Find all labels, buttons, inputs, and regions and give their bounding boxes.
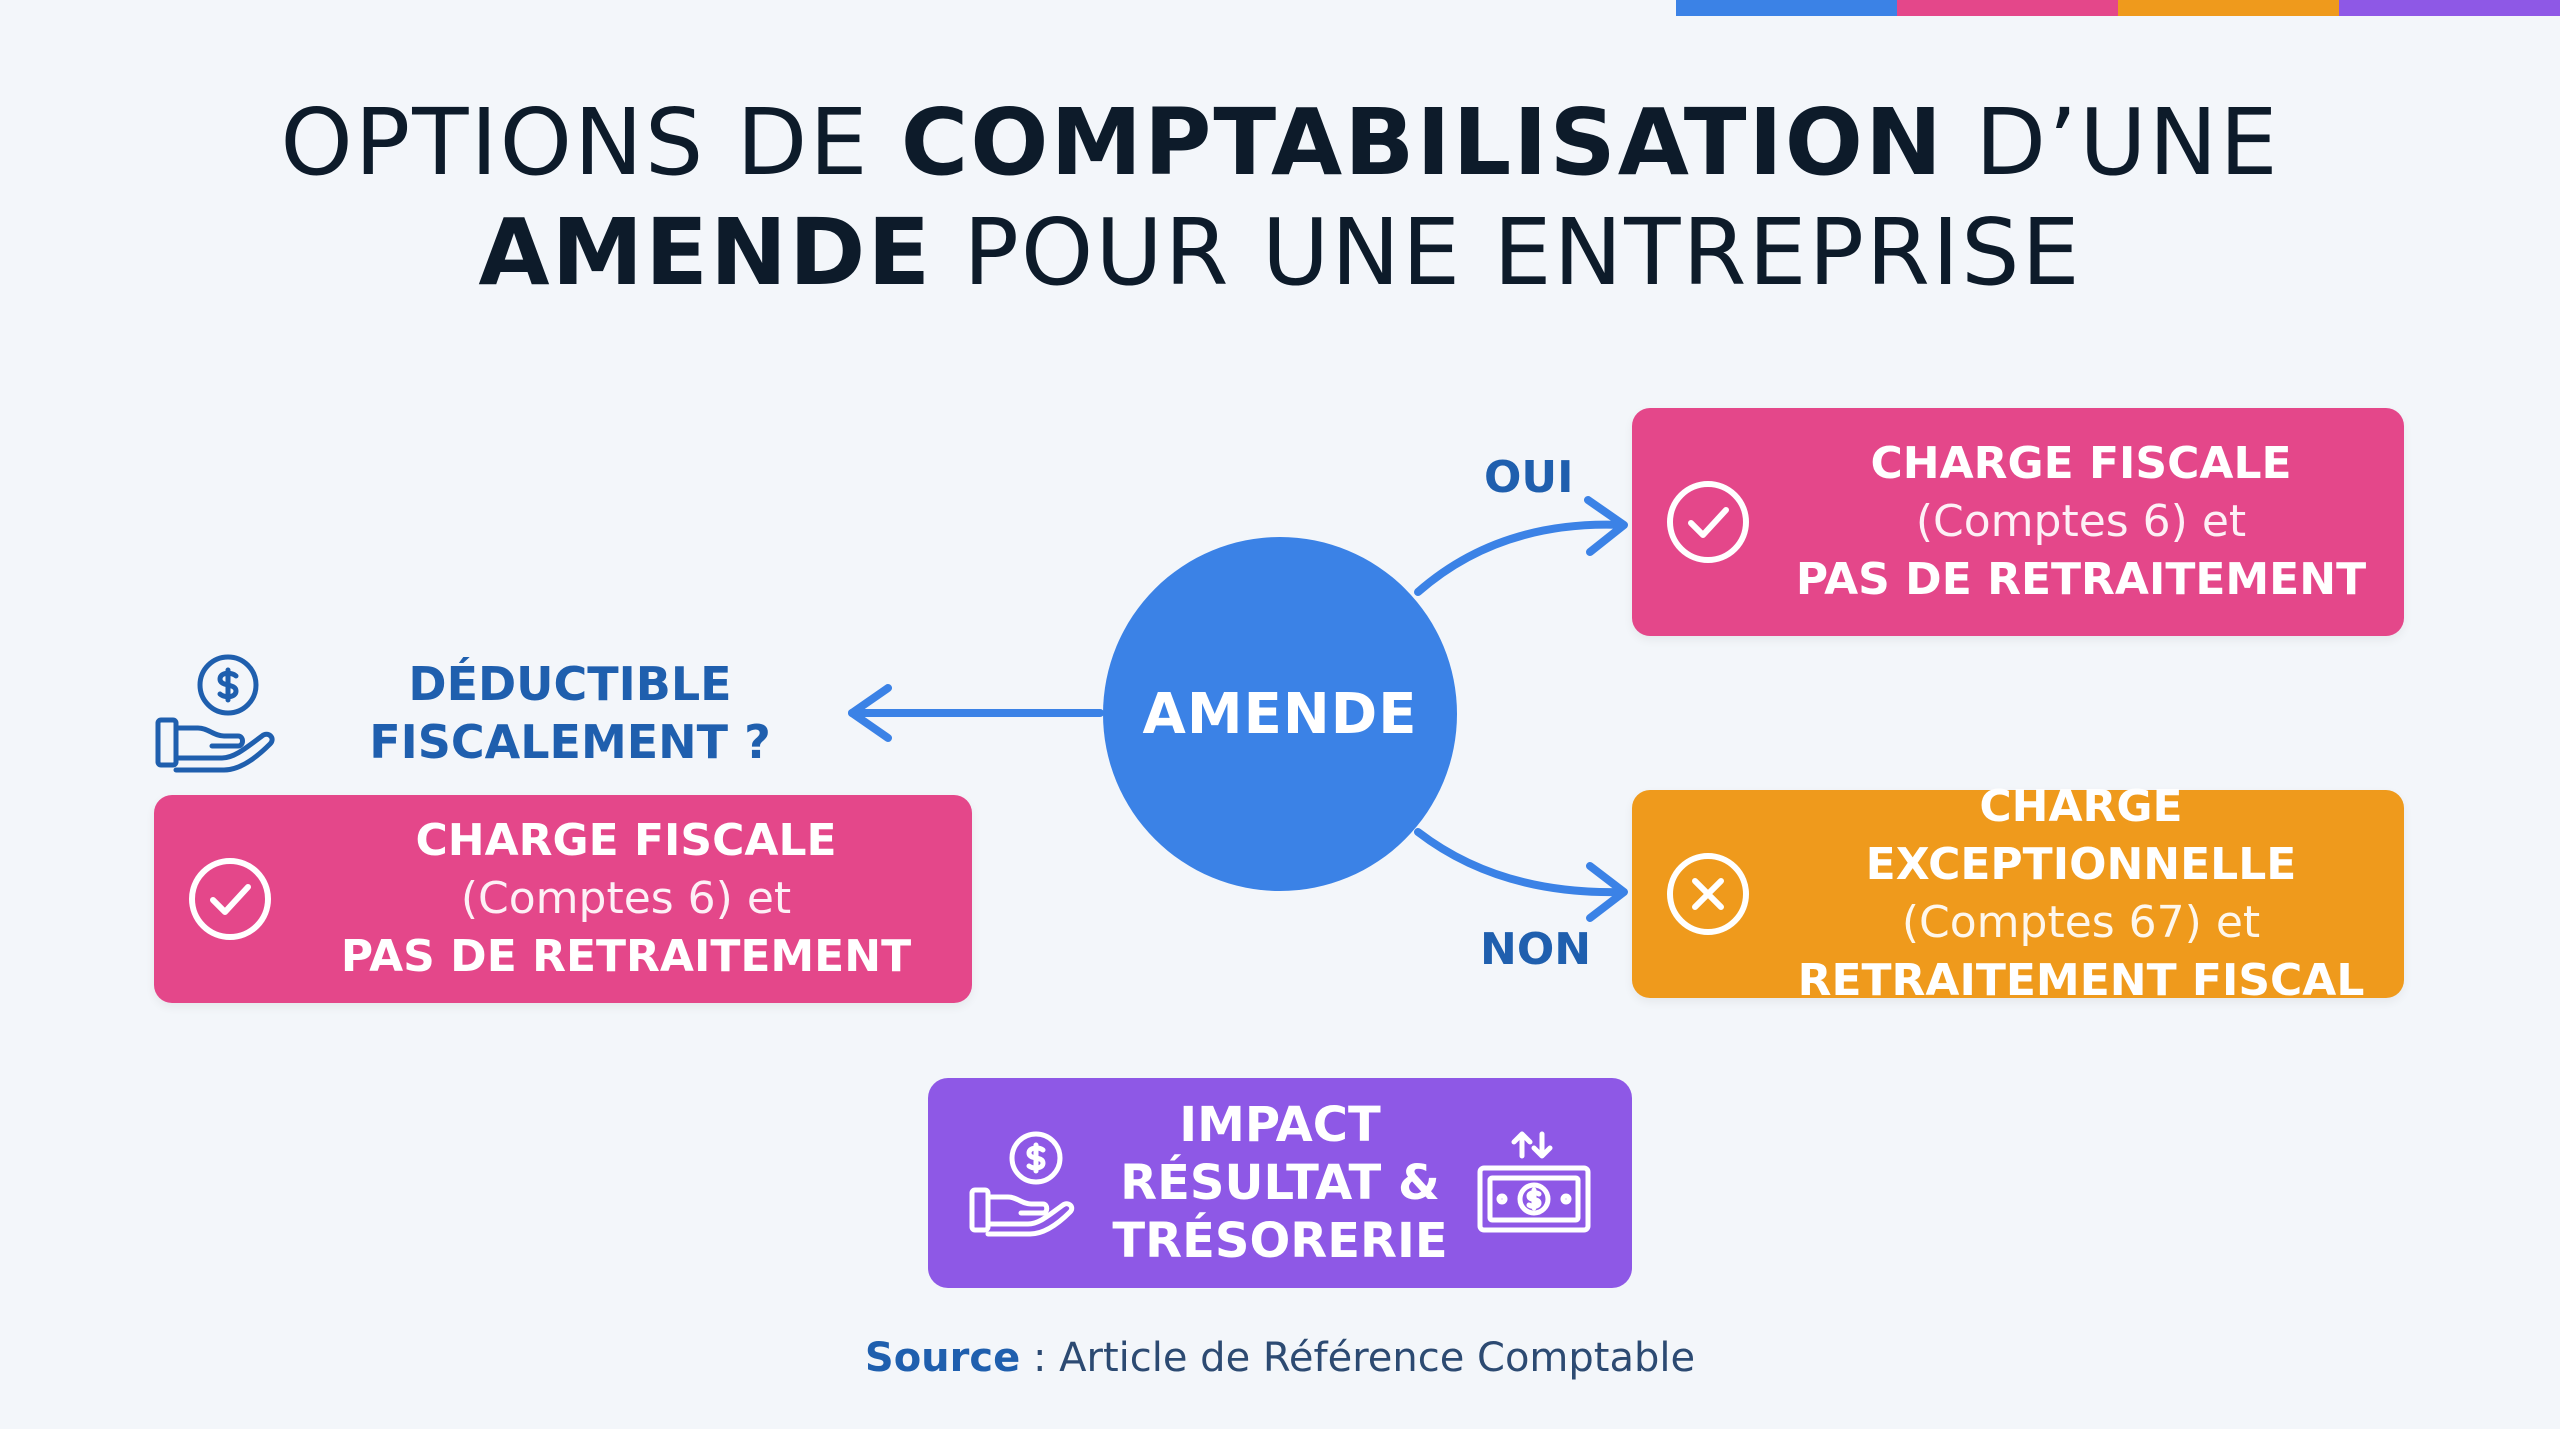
impact-line-3: TRÉSORERIE bbox=[1112, 1213, 1448, 1269]
card-yes-text: CHARGE FISCALE (Comptes 6) et PAS DE RET… bbox=[1758, 435, 2404, 609]
question-line-1: DÉDUCTIBLE bbox=[408, 657, 732, 711]
question-line-2: FISCALEMENT ? bbox=[369, 715, 771, 769]
card-left-line-1: CHARGE FISCALE bbox=[415, 815, 837, 866]
impact-box: IMPACT RÉSULTAT & TRÉSORERIE bbox=[928, 1078, 1632, 1288]
title-text: POUR UNE ENTREPRISE bbox=[932, 199, 2082, 306]
title-bold-text: COMPTABILISATION bbox=[900, 89, 1944, 196]
arrow-to-question-head bbox=[848, 684, 892, 742]
card-yes-line-2: (Comptes 6) et bbox=[1915, 496, 2247, 547]
card-yes-charge-fiscale: CHARGE FISCALE (Comptes 6) et PAS DE RET… bbox=[1632, 408, 2404, 636]
card-yes-line-3: PAS DE RETRAITEMENT bbox=[1795, 554, 2367, 605]
impact-line-2: RÉSULTAT & bbox=[1120, 1155, 1440, 1211]
card-no-line-3: RETRAITEMENT FISCAL bbox=[1797, 955, 2365, 1006]
arrow-to-no-head bbox=[1586, 862, 1628, 922]
card-left-line-2: (Comptes 6) et bbox=[460, 873, 792, 924]
top-bar-segment-blue bbox=[1676, 0, 1897, 16]
card-yes-line-1: CHARGE FISCALE bbox=[1870, 438, 2292, 489]
card-no-line-1: CHARGE EXCEPTIONNELLE bbox=[1865, 781, 2297, 890]
branch-label-yes: OUI bbox=[1484, 452, 1574, 503]
arrow-to-yes bbox=[1414, 520, 1626, 596]
impact-line-1: IMPACT bbox=[1179, 1097, 1381, 1153]
x-circle-icon bbox=[1667, 853, 1749, 935]
card-no-line-2: (Comptes 67) et bbox=[1901, 897, 2261, 948]
source-text: : Article de Référence Comptable bbox=[1020, 1335, 1696, 1381]
title-text: OPTIONS DE bbox=[280, 89, 901, 196]
top-color-bar bbox=[1676, 0, 2560, 16]
hand-coin-icon bbox=[969, 1131, 1075, 1237]
banknote-exchange-icon bbox=[1477, 1131, 1591, 1233]
arrow-to-yes-head bbox=[1584, 496, 1628, 556]
hand-coin-icon bbox=[155, 654, 275, 773]
center-node-amende: AMENDE bbox=[1103, 537, 1457, 891]
impact-text: IMPACT RÉSULTAT & TRÉSORERIE bbox=[1112, 1096, 1447, 1270]
top-bar-segment-orange bbox=[2118, 0, 2339, 16]
title-text: D’UNE bbox=[1943, 89, 2280, 196]
question-deductible: DÉDUCTIBLE FISCALEMENT ? bbox=[360, 655, 780, 771]
card-left-line-3: PAS DE RETRAITEMENT bbox=[340, 931, 912, 982]
source-label: Source bbox=[864, 1335, 1021, 1381]
title-line-2: AMENDE POUR UNE ENTREPRISE bbox=[0, 198, 2560, 308]
arrow-to-no bbox=[1414, 828, 1626, 897]
card-no-charge-exceptionnelle: CHARGE EXCEPTIONNELLE (Comptes 67) et RE… bbox=[1632, 781, 2404, 1006]
title-line-1: OPTIONS DE COMPTABILISATION D’UNE bbox=[0, 88, 2560, 198]
card-no-text: CHARGE EXCEPTIONNELLE (Comptes 67) et RE… bbox=[1758, 778, 2404, 1010]
check-circle-icon bbox=[1667, 481, 1749, 563]
card-left-text: CHARGE FISCALE (Comptes 6) et PAS DE RET… bbox=[280, 812, 972, 986]
top-bar-segment-purple bbox=[2339, 0, 2560, 16]
source-citation: Source : Article de Référence Comptable bbox=[0, 1335, 2560, 1381]
title-bold-text: AMENDE bbox=[478, 199, 933, 306]
branch-label-no: NON bbox=[1480, 924, 1592, 975]
center-label: AMENDE bbox=[1142, 681, 1418, 747]
card-left-charge-fiscale: CHARGE FISCALE (Comptes 6) et PAS DE RET… bbox=[154, 795, 972, 1003]
page-title: OPTIONS DE COMPTABILISATION D’UNE AMENDE… bbox=[0, 88, 2560, 308]
top-bar-segment-pink bbox=[1897, 0, 2118, 16]
check-circle-icon bbox=[189, 858, 271, 940]
